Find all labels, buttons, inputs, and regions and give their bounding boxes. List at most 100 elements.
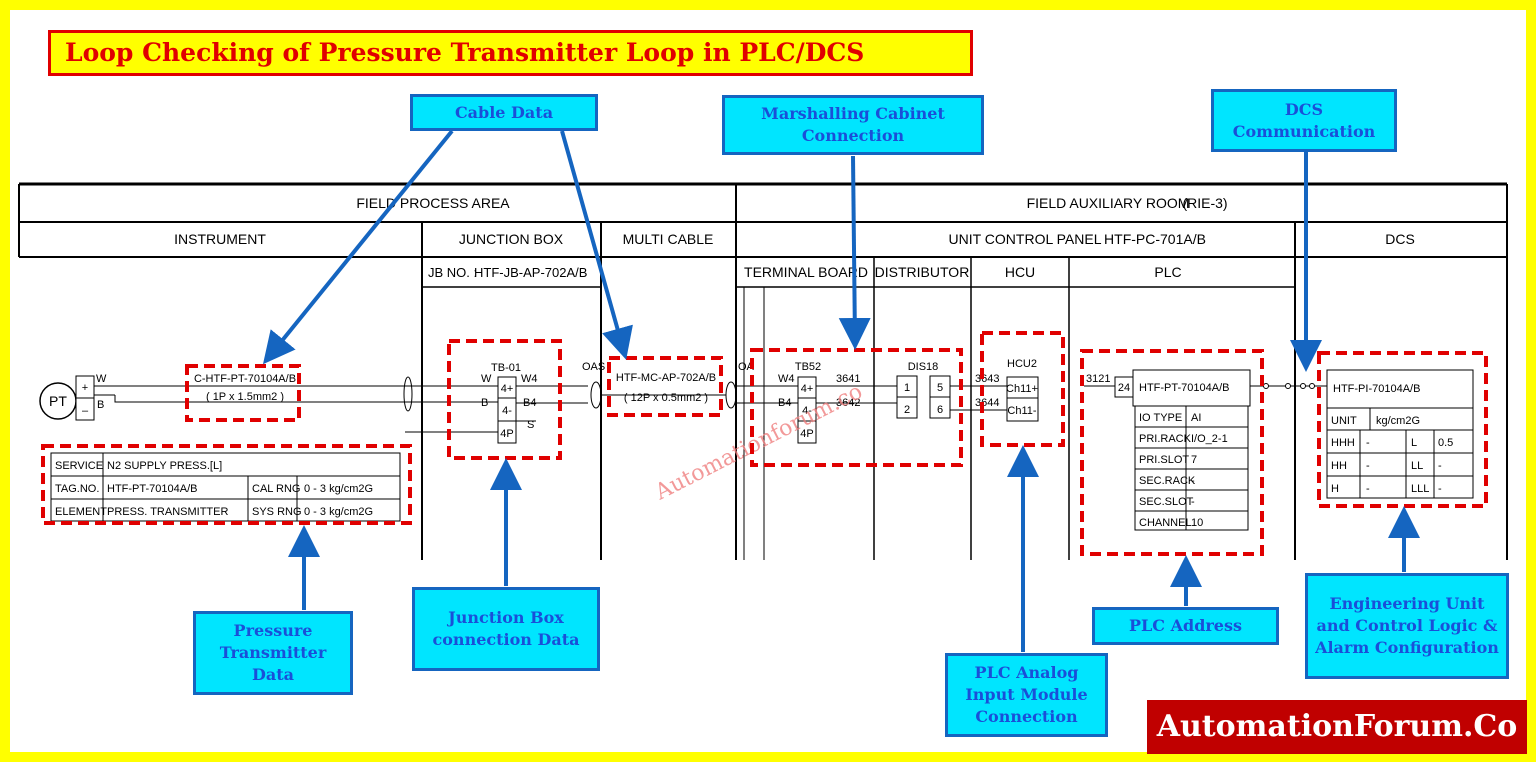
cal-rng-value: 0 - 3 kg/cm2G <box>304 483 373 495</box>
distributor-name: DIS18 <box>908 361 939 373</box>
jb-b4: B4 <box>523 397 536 409</box>
plc-row-label: CHANNEL <box>1139 517 1192 529</box>
field-cable-size: ( 1P x 1.5mm2 ) <box>206 391 284 403</box>
instrument-info-table <box>50 452 401 522</box>
jb-w: W <box>481 373 492 385</box>
plc-row-label: PRI.SLOT <box>1139 454 1189 466</box>
header-field-aux-room: FIELD AUXILIARY ROOM <box>1027 195 1190 211</box>
dcs-unit-label: UNIT <box>1331 415 1357 427</box>
highlight-hcu <box>980 331 1065 447</box>
plc-row-label: PRI.RACK <box>1139 433 1192 445</box>
header-rie: (RIE-3) <box>1182 195 1227 211</box>
hcu-ch-minus: Ch11- <box>1007 405 1036 417</box>
element-label: ELEMENT <box>55 506 107 518</box>
hcu-wire-1: 3643 <box>975 373 999 385</box>
dis-term-6: 6 <box>937 404 943 416</box>
header-plc: PLC <box>1154 264 1181 280</box>
jb-terminal-block <box>497 376 536 444</box>
multi-cable-size: ( 12P x 0.5mm2 ) <box>624 392 708 404</box>
jb-no-label: JB NO. : <box>428 265 477 280</box>
table-frame <box>18 182 1508 560</box>
callout-dcs-communication: DCS Communication <box>1211 89 1397 152</box>
jb-no-value: HTF-JB-AP-702A/B <box>474 265 587 280</box>
tb52-term-3: 4P <box>800 428 813 440</box>
pt-wire-b: B <box>97 399 104 411</box>
callout-jb-data: Junction Box connection Data <box>412 587 600 671</box>
header-field-process-area: FIELD PROCESS AREA <box>356 195 510 211</box>
dis-term-2: 2 <box>904 404 910 416</box>
dcs-alarm-value: - <box>1366 460 1370 472</box>
service-label: SERVICE <box>55 460 103 472</box>
tb52-wire-2: 3642 <box>836 397 860 409</box>
jb-b: B <box>481 397 488 409</box>
jb-term-1: 4+ <box>501 383 514 395</box>
header-junction-box: JUNCTION BOX <box>459 231 564 247</box>
dis-term-5: 5 <box>937 382 943 394</box>
header-instrument: INSTRUMENT <box>174 231 266 247</box>
tb52-terminal-block <box>797 376 817 444</box>
callout-plc-ai: PLC Analog Input Module Connection <box>945 653 1108 737</box>
signal-wires <box>94 376 1330 433</box>
dcs-tag: HTF-PI-70104A/B <box>1333 383 1420 395</box>
plc-wire: 3121 <box>1086 373 1110 385</box>
plc-row-value: AI <box>1191 412 1201 424</box>
dcs-alarm-label: HH <box>1331 460 1347 472</box>
plc-term: 24 <box>1118 382 1130 394</box>
jb-s: S <box>527 419 534 431</box>
dcs-faceplate <box>1326 369 1474 499</box>
plc-row-value: 10 <box>1191 517 1203 529</box>
multi-cable-tag: HTF-MC-AP-702A/B <box>616 372 716 384</box>
dcs-alarm-value: 0.5 <box>1438 437 1453 449</box>
plc-row-value: 7 <box>1191 454 1197 466</box>
tag-label: TAG.NO. <box>55 483 99 495</box>
hcu-block <box>1006 376 1039 422</box>
tb52-b4: B4 <box>778 397 791 409</box>
callout-arrows <box>262 129 1420 652</box>
header-multi-cable: MULTI CABLE <box>623 231 714 247</box>
highlight-jb <box>447 339 562 460</box>
dcs-alarm-label: LL <box>1411 460 1423 472</box>
tb52-w4: W4 <box>778 373 795 385</box>
highlight-cable <box>185 364 301 422</box>
highlight-plc <box>1080 349 1264 556</box>
sys-rng-label: SYS RNG <box>252 506 302 518</box>
cal-rng-label: CAL RNG <box>252 483 301 495</box>
header-panel-tag: HTF-PC-701A/B <box>1104 231 1206 247</box>
jb-term-2: 4- <box>502 405 512 417</box>
jb-w4: W4 <box>521 373 538 385</box>
dcs-alarm-label: HHH <box>1331 437 1355 449</box>
dcs-unit-value: kg/cm2G <box>1376 415 1420 427</box>
dcs-alarm-value: - <box>1438 460 1442 472</box>
tag-value: HTF-PT-70104A/B <box>107 483 197 495</box>
highlight-boxes <box>41 331 1488 556</box>
pt-wire-w: W <box>96 373 107 385</box>
page-title: Loop Checking of Pressure Transmitter Lo… <box>48 30 973 76</box>
hcu-wire-2: 3644 <box>975 397 999 409</box>
plc-row-label: SEC.SLOT <box>1139 496 1194 508</box>
plc-row-label: SEC.RACK <box>1139 475 1196 487</box>
dcs-alarm-value: - <box>1366 437 1370 449</box>
header-distributor: DISTRIBUTOR <box>875 264 970 280</box>
service-value: N2 SUPPLY PRESS.[L] <box>107 460 222 472</box>
pt-plus: + <box>82 382 88 394</box>
header-terminal-board: TERMINAL BOARD <box>744 264 868 280</box>
plc-row-value: - <box>1191 496 1195 508</box>
dcs-alarm-label: H <box>1331 483 1339 495</box>
highlight-dcs <box>1317 351 1488 508</box>
hcu-name: HCU2 <box>1007 358 1037 370</box>
callout-cable-data: Cable Data <box>410 94 598 131</box>
hcu-ch-plus: Ch11+ <box>1006 383 1038 395</box>
dcs-alarm-label: L <box>1411 437 1417 449</box>
callout-marshalling: Marshalling Cabinet Connection <box>722 95 984 155</box>
header-unit-control-panel: UNIT CONTROL PANEL <box>949 231 1102 247</box>
jb-term-3: 4P <box>500 428 513 440</box>
callout-pt-data: Pressure Transmitter Data <box>193 611 353 695</box>
tb52-term-2: 4- <box>802 405 812 417</box>
jb-tb-name: TB-01 <box>491 362 521 374</box>
pt-minus: – <box>82 405 89 417</box>
tb52-term-1: 4+ <box>801 383 814 395</box>
plc-row-label: IO TYPE <box>1139 412 1182 424</box>
